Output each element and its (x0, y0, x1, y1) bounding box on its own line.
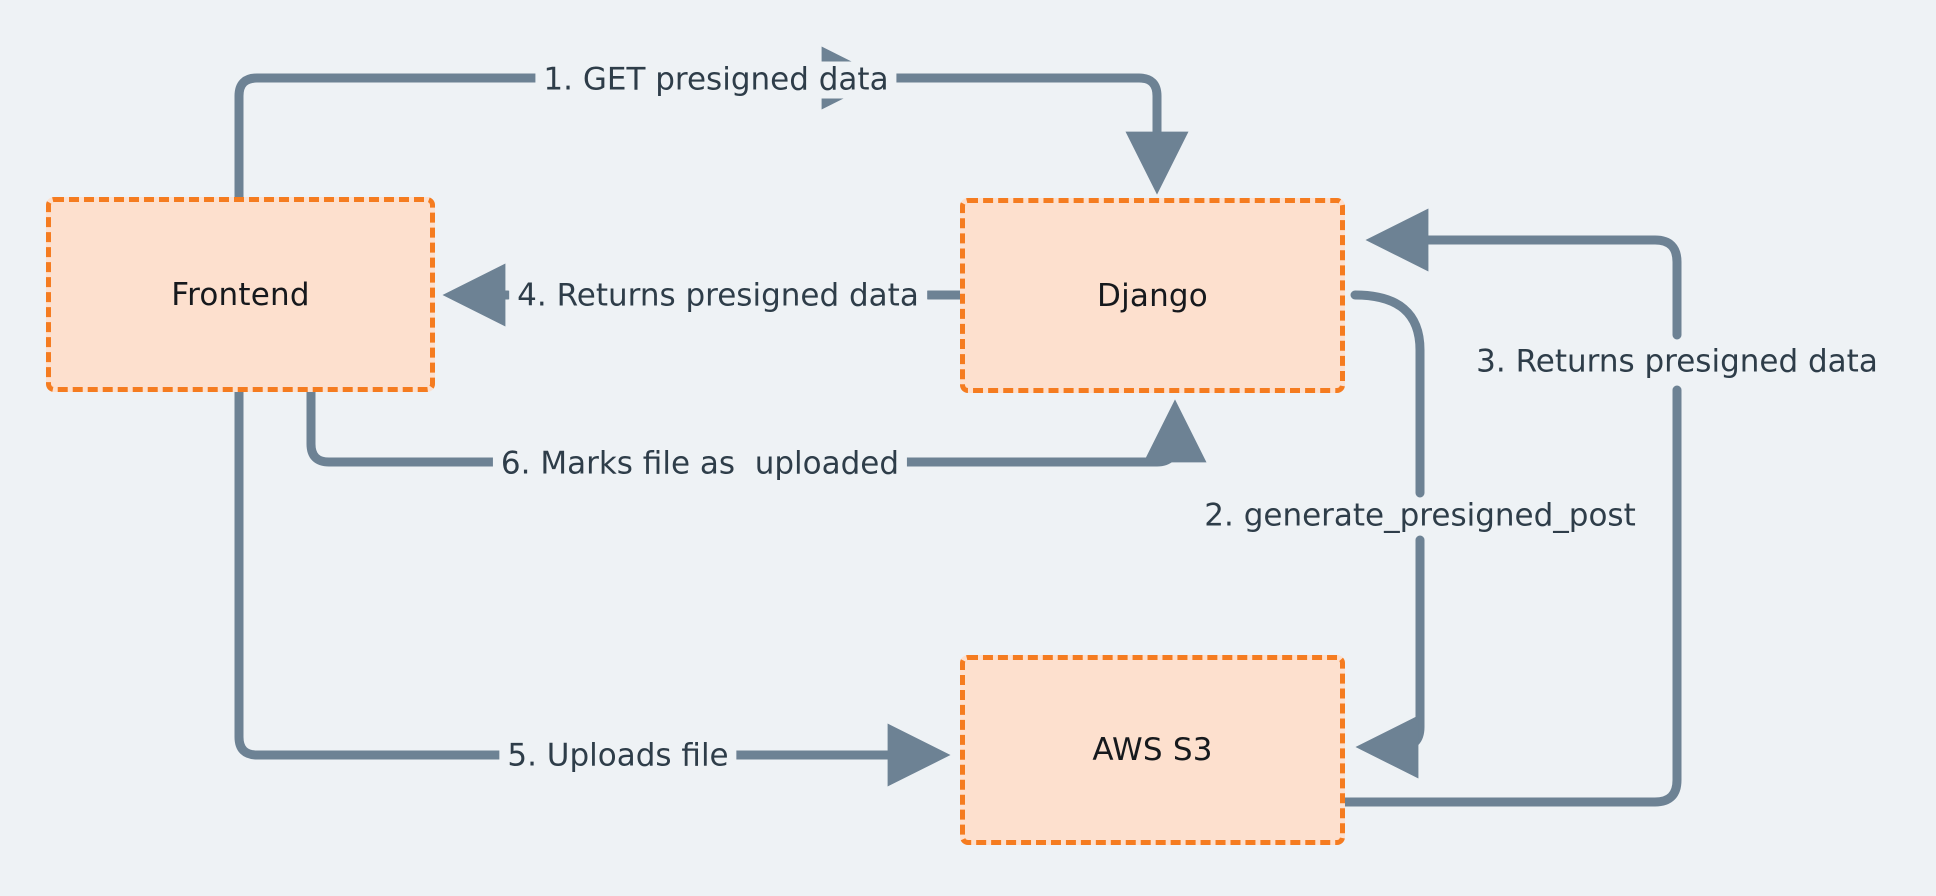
edge-label-4: 4. Returns presigned data (509, 277, 927, 315)
edge-path-3 (1340, 385, 1682, 807)
edge-path-1b (890, 73, 1189, 195)
edge-path-2 (1350, 290, 1425, 498)
edge-label-6: 6. Marks file as uploaded (492, 445, 908, 483)
node-frontend[interactable]: Frontend (46, 197, 435, 392)
edge-path-6b (892, 399, 1207, 467)
edge-path-1 (234, 46, 885, 202)
edge-path-3b (1365, 208, 1682, 340)
edge-label-5: 5. Uploads file (499, 737, 737, 775)
node-django[interactable]: Django (960, 198, 1345, 393)
edge-path-6 (306, 387, 506, 467)
edge-path-2b (1355, 535, 1425, 779)
node-aws-s3[interactable]: AWS S3 (960, 655, 1345, 845)
edge-label-3: 3. Returns presigned data (1468, 343, 1886, 381)
node-django-label: Django (1097, 277, 1208, 314)
edge-path-5 (234, 387, 506, 760)
edge-label-2: 2. generate_presigned_post (1196, 497, 1644, 535)
node-aws-s3-label: AWS S3 (1092, 732, 1213, 768)
node-frontend-label: Frontend (171, 276, 310, 313)
edge-label-1: 1. GET presigned data (535, 61, 897, 99)
